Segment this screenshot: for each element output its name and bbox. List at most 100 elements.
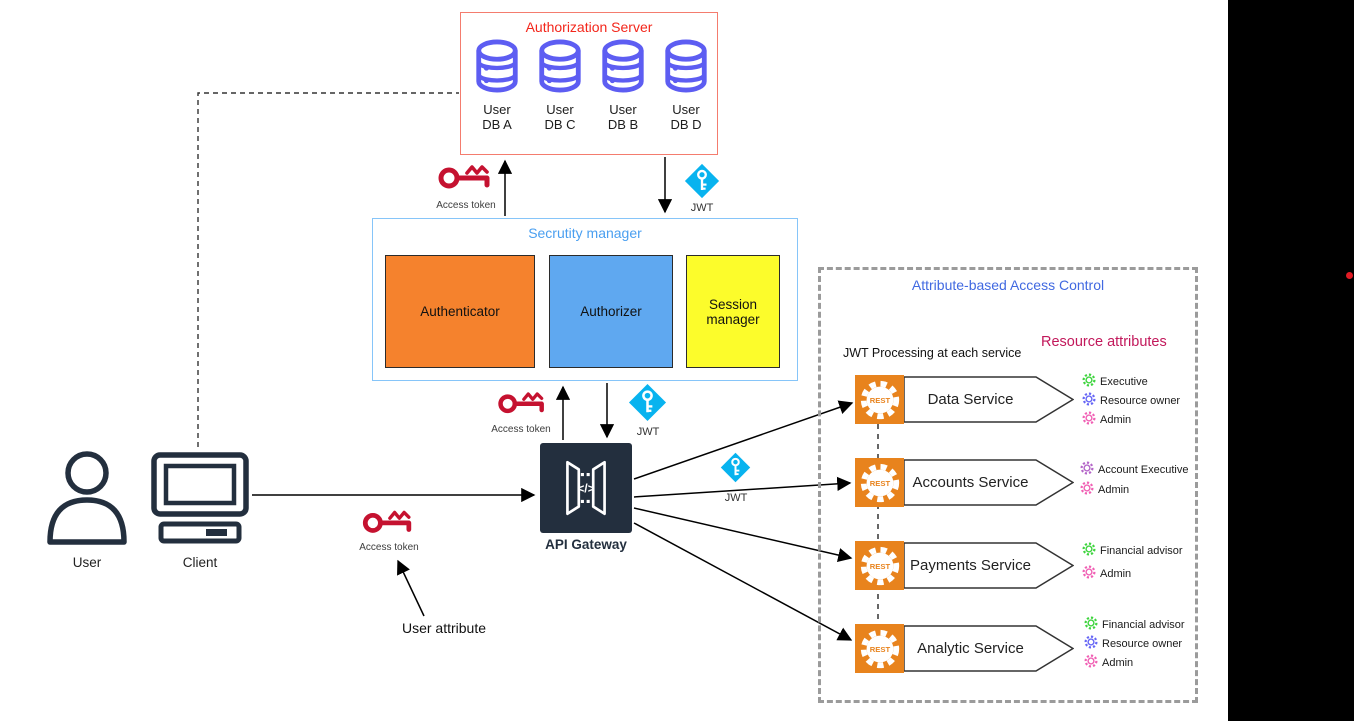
database-icon (539, 39, 581, 93)
analytic-service-attributes: Financial advisor Resource owner Admin (1084, 615, 1185, 673)
attribute-label: Admin (1098, 484, 1130, 496)
access-token-label: Access token (359, 542, 419, 553)
svg-text:REST: REST (869, 561, 890, 570)
user-db-c: User DB C (528, 38, 592, 132)
security-manager-title: Secrutity manager (528, 225, 642, 241)
attribute-row: Admin (1080, 480, 1189, 500)
database-label: User DB A (482, 102, 512, 132)
database-label: User DB C (544, 102, 576, 132)
gear-icon (1082, 564, 1096, 584)
service-shape (903, 376, 1074, 423)
client-label: Client (182, 555, 218, 570)
database-icon (476, 39, 518, 93)
rest-gear-icon: REST (855, 624, 904, 673)
gear-icon (1084, 653, 1098, 673)
right-black-bar (1228, 0, 1354, 721)
authorization-server-title: Authorization Server (525, 19, 653, 35)
database-icon (665, 39, 707, 93)
jwt-shield-icon-authserver (684, 163, 720, 204)
attribute-label: Admin (1100, 568, 1132, 580)
session-manager-box: Session manager (686, 255, 780, 368)
key-icon-client (360, 503, 416, 544)
jwt-diamond-icon (720, 452, 751, 483)
service-shape (903, 625, 1074, 672)
attribute-label: Admin (1100, 414, 1132, 426)
attribute-row: Account Executive (1080, 460, 1189, 480)
rest-gear-icon: REST (855, 458, 904, 507)
key-icon-securitymanager (496, 385, 548, 424)
person-icon (47, 451, 127, 545)
key-icon (498, 392, 544, 414)
attribute-label: Financial advisor (1100, 545, 1183, 557)
user-db-b: User DB B (591, 38, 655, 132)
database-label: User DB B (607, 102, 639, 132)
key-icon (362, 510, 412, 533)
service-label-accounts: Accounts Service (912, 474, 1029, 491)
resource-attributes-title: Resource attributes (1041, 334, 1167, 350)
user-attribute-label: User attribute (401, 620, 487, 636)
abac-title: Attribute-based Access Control (911, 277, 1105, 293)
gateway-to-dataservice-arrow (633, 400, 854, 480)
rest-gear-icon: REST (855, 541, 904, 590)
attribute-row: Admin (1082, 564, 1183, 584)
gear-icon (1080, 460, 1094, 480)
rest-gear-icon: REST (855, 375, 904, 424)
attribute-label: Account Executive (1098, 464, 1189, 476)
attribute-row: Financial advisor (1084, 615, 1185, 635)
jwt-processing-label: JWT Processing at each service (843, 346, 1022, 360)
attribute-label: Admin (1102, 657, 1134, 669)
accounts-service-attributes: Account Executive Admin (1080, 460, 1189, 500)
attribute-label: Executive (1100, 376, 1148, 388)
service-label-data: Data Service (927, 391, 1014, 408)
jwt-diamond-icon (684, 163, 720, 199)
jwt-label: JWT (636, 426, 660, 438)
api-gateway-label: API Gateway (545, 537, 627, 552)
gear-icon (1082, 410, 1096, 430)
gear-icon (1080, 480, 1094, 500)
service-shape (903, 542, 1074, 589)
authorization-server-box: Authorization Server (460, 12, 718, 155)
jwt-shield-icon-gateway (628, 383, 667, 427)
access-token-label: Access token (436, 200, 496, 211)
svg-text:REST: REST (869, 478, 890, 487)
svg-text:</>: </> (577, 482, 595, 496)
attribute-label: Financial advisor (1102, 619, 1185, 631)
security-manager-box: Secrutity manager (372, 218, 798, 381)
user-icon (44, 446, 130, 551)
gateway-to-paymentsservice-arrow (633, 507, 853, 563)
client-to-authserver-dashed-line (197, 92, 459, 447)
computer-icon (151, 452, 249, 544)
attribute-row: Admin (1084, 653, 1185, 673)
gear-icon (1084, 615, 1098, 635)
gear-icon (1082, 541, 1096, 561)
database-label: User DB D (670, 102, 702, 132)
key-icon (438, 165, 490, 189)
user-db-a: User DB A (465, 38, 529, 132)
svg-text:REST: REST (869, 644, 890, 653)
attribute-row: Admin (1082, 410, 1180, 430)
database-icon (602, 39, 644, 93)
abac-container: Attribute-based Access Control (818, 267, 1198, 703)
service-shape (903, 459, 1074, 506)
client-icon (150, 452, 250, 549)
gateway-to-analyticservice-arrow (633, 522, 853, 641)
rest-gear: REST (860, 629, 899, 668)
authenticator-box: Authenticator (385, 255, 535, 368)
jwt-shield-icon-services (720, 452, 751, 488)
payments-service-attributes: Financial advisor Admin (1082, 541, 1183, 584)
service-label-payments: Payments Service (910, 557, 1031, 574)
access-token-label: Access token (491, 424, 551, 435)
data-service-attributes: Executive Resource owner Admin (1082, 372, 1180, 430)
service-label-analytic: Analytic Service (917, 640, 1024, 657)
attribute-row: Executive (1082, 372, 1180, 389)
svg-text:REST: REST (869, 395, 890, 404)
api-gateway-node: </> (540, 443, 632, 533)
gear-icon (1084, 634, 1098, 654)
attribute-label: Resource owner (1102, 638, 1183, 650)
rest-gear: REST (860, 380, 899, 419)
gateway-to-accountsservice-arrow (633, 476, 852, 498)
user-label: User (72, 555, 102, 570)
gear-icon (1082, 391, 1096, 411)
